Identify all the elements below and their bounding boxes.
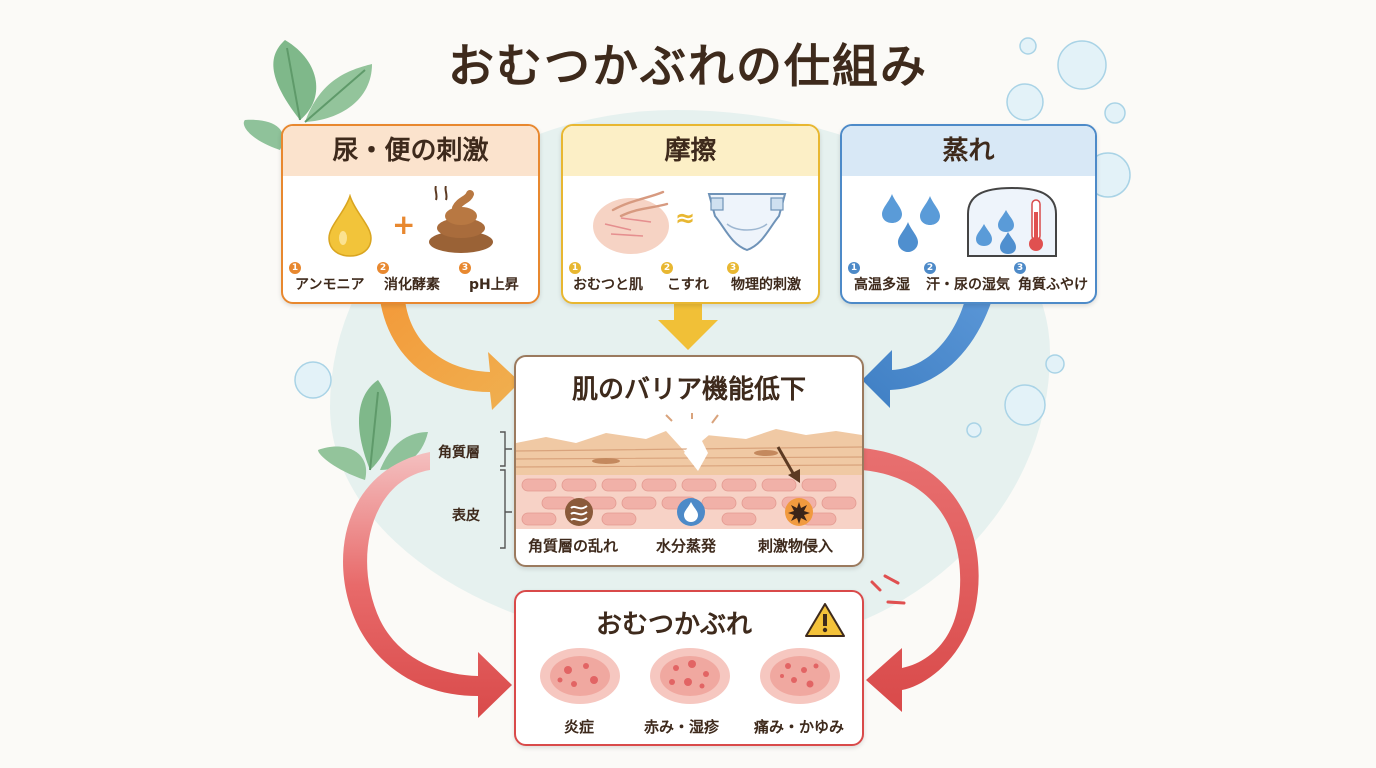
barrier-card: 肌のバリア機能低下 角質層の乱れ [514,355,864,567]
wave-icon: ≈ [675,204,696,232]
arrow-friction [658,300,718,350]
arrow-result-right [862,448,979,712]
alert-lines [870,574,906,605]
cause-label: 角質ふやけ [1018,277,1088,293]
number-badge: 1 [848,262,860,274]
stool-icon [429,186,493,253]
number-badge: 2 [661,262,673,274]
cause-card-friction: 摩擦 ≈ 1 おむつと肌 2 こすれ 3 物理的刺激 [561,124,820,304]
symptom-label: 赤み・湿疹 [644,718,720,736]
irritant-icon [785,498,813,526]
symptom-label: 炎症 [564,718,595,736]
cause-label: おむつと肌 [573,277,643,293]
cause-label: 消化酵素 [384,277,440,293]
cause-title: 蒸れ [842,126,1095,176]
cause-label: アンモニア [295,277,365,293]
number-badge: 2 [924,262,936,274]
cause-label: 高温多湿 [854,277,910,293]
cause-card-urine: 尿・便の刺激 + 1 アンモニア 2 消化酵素 3 pH上昇 [281,124,540,304]
symptom-label: 痛み・かゆみ [754,718,845,736]
layer-label-corneum: 角質層 [438,445,480,461]
cause-label: 汗・尿の湿気 [926,277,1010,293]
number-badge: 3 [727,262,739,274]
cause-label: 物理的刺激 [731,277,801,293]
cause-card-humidity: 蒸れ 1 高温多湿 2 汗・尿の湿気 3 角質ふやけ [840,124,1097,304]
diaper-icon [707,193,787,252]
result-title: おむつかぶれ [595,610,752,640]
number-badge: 2 [377,262,389,274]
number-badge: 1 [289,262,301,274]
arrow-humidity [862,300,992,408]
layer-label-epidermis: 表皮 [452,508,480,524]
number-badge: 3 [459,262,471,274]
water-drops-icon [882,194,940,252]
leaf-icon [318,380,428,480]
urine-drop-icon [328,194,372,257]
barrier-effect-label: 刺激物侵入 [758,537,834,555]
page-title: おむつかぶれの仕組み [448,39,928,93]
leaf-icon [243,40,372,150]
cause-label: pH上昇 [469,277,519,293]
rash-redness-icon [650,648,730,704]
humidity-dome-icon [967,186,1057,257]
barrier-title: 肌のバリア機能低下 [571,375,806,405]
disorder-icon [565,498,593,526]
plus-icon: + [392,208,416,241]
cause-title: 尿・便の刺激 [283,126,538,176]
skin-friction-icon [593,190,669,254]
arrow-urine [380,300,520,410]
barrier-effect-label: 角質層の乱れ [528,537,619,555]
cause-title: 摩擦 [563,126,818,176]
rash-itch-icon [760,648,840,704]
number-badge: 1 [569,262,581,274]
result-card: おむつかぶれ 炎症 赤み・湿疹 痛み・かゆみ [514,590,864,746]
rash-inflammation-icon [540,648,620,704]
bubble-icon [294,37,1131,438]
number-badge: 3 [1014,262,1026,274]
warning-icon [805,603,845,637]
water-evaporation-icon [677,498,705,526]
arrow-result-left [343,452,512,718]
barrier-effect-label: 水分蒸発 [656,537,717,555]
cause-label: こすれ [667,277,709,293]
